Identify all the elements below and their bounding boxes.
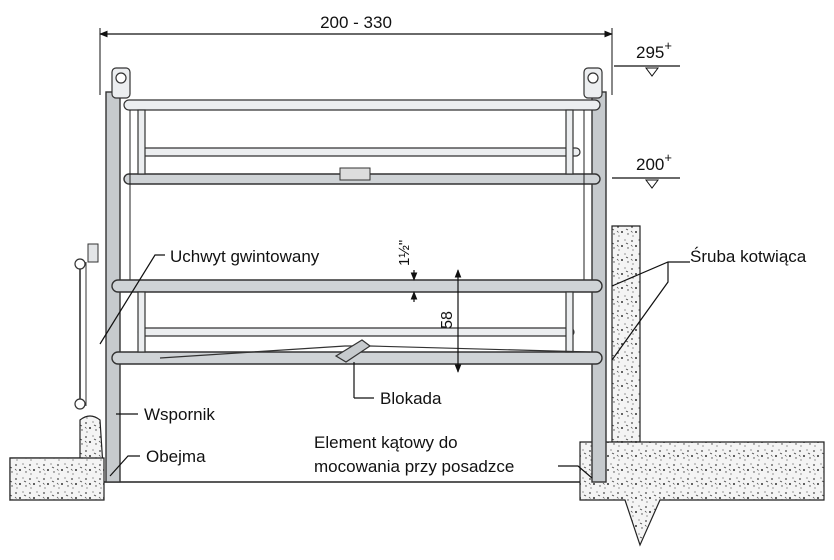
gap-label: 58 <box>439 311 456 329</box>
pipe-size-dimension: 1½" <box>396 240 418 302</box>
level-295: 295+ <box>614 38 680 77</box>
upper-railing <box>123 99 601 280</box>
right-post <box>583 67 607 483</box>
level-295-text: 295+ <box>636 38 672 62</box>
left-swing-arm <box>74 243 99 410</box>
lock-label: Blokada <box>380 389 442 408</box>
threaded-bracket-callout: Uchwyt gwintowany <box>99 247 320 345</box>
support-callout: Wspornik <box>116 405 215 424</box>
angle-element-callout: Element kątowy do mocowania przy posadzc… <box>314 433 593 479</box>
ground <box>9 225 825 547</box>
angle-element-label-line2: mocowania przy posadzce <box>314 457 514 476</box>
level-200-text: 200+ <box>636 150 672 174</box>
width-range-label: 200 - 330 <box>320 13 392 32</box>
gap-dimension: 58 <box>439 269 462 373</box>
level-200: 200+ <box>612 150 680 189</box>
clamp-callout: Obejma <box>109 447 206 477</box>
left-post <box>105 67 131 483</box>
width-dimension: 200 - 330 <box>99 13 613 95</box>
support-label: Wspornik <box>144 405 215 424</box>
anchor-bolt-callout: Śruba kotwiąca <box>611 247 807 361</box>
angle-element-label-line1: Element kątowy do <box>314 433 458 452</box>
lock-callout: Blokada <box>380 389 442 408</box>
pipe-size-label: 1½" <box>396 240 413 266</box>
threaded-bracket-label: Uchwyt gwintowany <box>170 247 320 266</box>
clamp-label: Obejma <box>146 447 206 466</box>
anchor-bolt-label: Śruba kotwiąca <box>690 247 807 266</box>
lock-mechanism <box>334 339 374 399</box>
